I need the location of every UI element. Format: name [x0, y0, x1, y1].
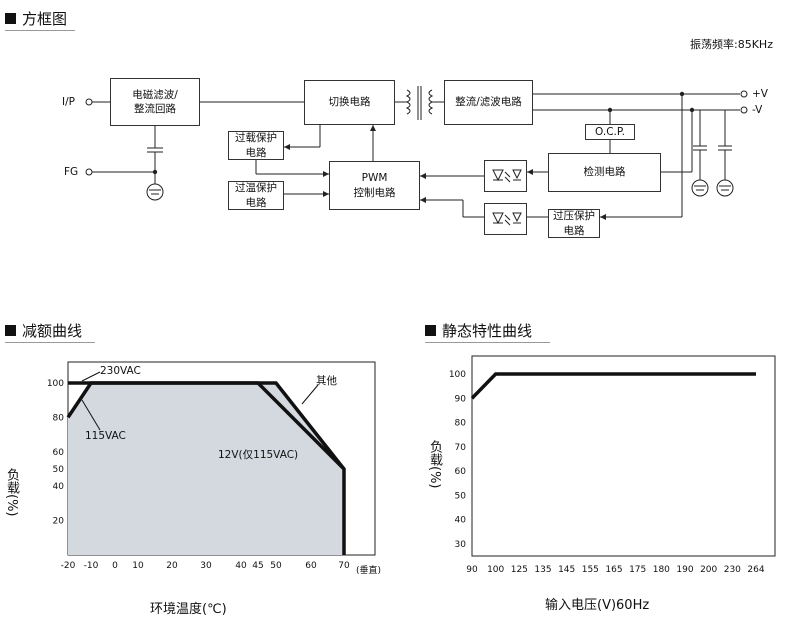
title-underline — [425, 342, 550, 343]
static-x-tick-label: 90 — [466, 565, 478, 575]
derating-x-tick-label: 50 — [270, 561, 282, 571]
vplus-label: +V — [752, 88, 768, 100]
static-y-tick-label: 40 — [455, 516, 467, 526]
square-bullet-icon — [5, 325, 16, 336]
static-y-tick-label: 70 — [455, 443, 467, 453]
static-x-tick-label: 190 — [676, 565, 693, 575]
derating-x-tick-label: 40 — [235, 561, 247, 571]
static-x-tick-label: 135 — [534, 565, 551, 575]
series-230vac-line — [68, 381, 346, 555]
vminus-label: -V — [752, 104, 763, 116]
optocoupler-1-icon — [484, 160, 527, 192]
static-y-tick-label: 60 — [455, 467, 467, 477]
static-xlabel: 输入电压(V)60Hz — [545, 598, 650, 613]
static-y-tick-label: 80 — [455, 419, 467, 429]
static-title: 静态特性曲线 — [425, 320, 532, 341]
derating-x-tick-label: 70 — [338, 561, 350, 571]
derating-x-tick-label: 10 — [132, 561, 144, 571]
overtemp-block: 过温保护 电路 — [228, 181, 284, 210]
annot-12v: 12V(仅115VAC) — [218, 449, 299, 461]
annot-other: 其他 — [316, 375, 337, 387]
derating-y-tick-label: 100 — [47, 379, 64, 389]
derating-x-note: (垂直) — [356, 566, 382, 576]
static-y-tick-label: 100 — [449, 370, 466, 380]
emi-filter-block: 电磁滤波/ 整流回路 — [110, 78, 200, 126]
derating-y-tick-label: 50 — [53, 465, 65, 475]
detect-block: 检测电路 — [548, 153, 661, 192]
annot-230-leader — [81, 371, 101, 382]
static-x-tick-label: 100 — [487, 565, 504, 575]
derating-y-tick-label: 60 — [53, 448, 65, 458]
derating-x-tick-label: 0 — [112, 561, 118, 571]
static-y-tick-label: 30 — [455, 540, 467, 550]
derating-shaded-area — [68, 383, 344, 555]
annot-230vac: 230VAC — [100, 365, 141, 377]
derating-x-tick-label: 60 — [305, 561, 317, 571]
derating-x-tick-label: 45 — [252, 561, 263, 571]
rect-filter-block: 整流/滤波电路 — [444, 80, 533, 125]
derating-x-tick-label: 30 — [200, 561, 212, 571]
static-y-tick-label: 90 — [455, 394, 467, 404]
block-diagram-title: 方框图 — [5, 8, 67, 29]
derating-y-tick-label: 40 — [53, 482, 65, 492]
ip-label: I/P — [62, 96, 75, 108]
static-x-tick-label: 264 — [747, 565, 764, 575]
derating-title: 减额曲线 — [5, 320, 82, 341]
derating-xlabel: 环境温度(℃) — [150, 602, 227, 617]
static-x-tick-label: 230 — [724, 565, 741, 575]
static-plot-area — [471, 355, 776, 557]
square-bullet-icon — [5, 13, 16, 24]
switching-block: 切换电路 — [304, 80, 395, 125]
static-x-tick-label: 145 — [558, 565, 575, 575]
square-bullet-icon — [425, 325, 436, 336]
static-x-tick-label: 155 — [582, 565, 599, 575]
static-x-tick-label: 180 — [653, 565, 670, 575]
annot-115vac: 115VAC — [85, 430, 126, 442]
ocp-block: O.C.P. — [585, 124, 635, 140]
annot-115-leader — [81, 399, 101, 431]
series-115vac-line — [66, 381, 346, 471]
derating-y-tick-label: 80 — [53, 413, 65, 423]
static-ylabel: 负载(%) — [427, 440, 442, 489]
title-underline — [5, 342, 95, 343]
overvolt-block: 过压保护 电路 — [548, 209, 600, 238]
static-x-tick-label: 165 — [605, 565, 622, 575]
static-x-tick-label: 200 — [700, 565, 717, 575]
static-x-tick-label: 175 — [629, 565, 646, 575]
pwm-block: PWM 控制电路 — [329, 161, 420, 210]
overload-block: 过载保护 电路 — [228, 131, 284, 160]
derating-x-tick-label: -20 — [61, 561, 76, 571]
title-underline — [5, 30, 75, 31]
oscillation-frequency: 振荡频率:85KHz — [690, 38, 773, 51]
optocoupler-2-icon — [484, 203, 527, 235]
derating-ylabel: 负载(%) — [4, 468, 19, 517]
static-series-line — [470, 372, 756, 400]
static-x-tick-label: 125 — [511, 565, 528, 575]
derating-x-tick-label: 20 — [166, 561, 178, 571]
static-y-tick-label: 50 — [455, 491, 467, 501]
annot-other-leader — [301, 384, 319, 405]
derating-x-tick-label: -10 — [84, 561, 99, 571]
derating-y-tick-label: 20 — [53, 517, 65, 527]
fg-label: FG — [64, 166, 79, 178]
